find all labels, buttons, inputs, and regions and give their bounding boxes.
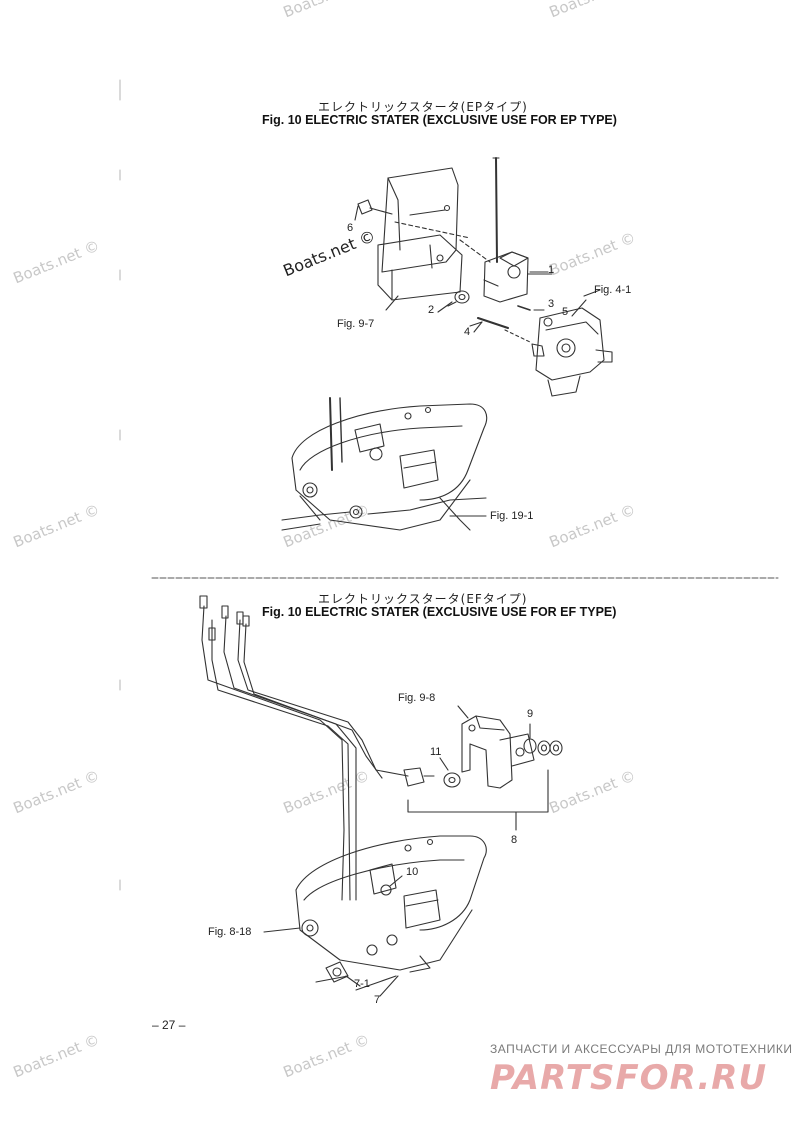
- callout-fig-4-1: Fig. 4-1: [594, 284, 632, 296]
- callout-3: 3: [548, 298, 555, 310]
- callout-7-1: 7-1: [354, 978, 370, 990]
- bracket-drawing: [377, 167, 463, 301]
- logo-brand: PARTSFOR.RU: [490, 1058, 768, 1098]
- bolt-drawing: [357, 199, 393, 215]
- bracket-9-8-drawing: [461, 715, 535, 789]
- bottom-figure-title: Fig. 10 ELECTRIC STATER (EXCLUSIVE USE F…: [262, 605, 617, 619]
- top-figure-title: Fig. 10 ELECTRIC STATER (EXCLUSIVE USE F…: [262, 113, 617, 127]
- callout-1: 1: [548, 264, 555, 276]
- callout-8: 8: [511, 834, 518, 846]
- page-number: – 27 –: [152, 1018, 186, 1032]
- wire-harness-drawing: [199, 595, 409, 901]
- callout-5: 5: [562, 306, 569, 318]
- carburetor-drawing: [531, 289, 613, 397]
- callout-2: 2: [428, 304, 435, 316]
- bottom-figure-title-ja: エレクトリックスタータ(EFタイプ): [318, 592, 528, 606]
- connector-drawing: [403, 767, 461, 788]
- callout-6: 6: [347, 222, 354, 234]
- callout-11: 11: [430, 746, 442, 758]
- callout-9: 9: [527, 708, 534, 720]
- callout-7: 7: [374, 994, 381, 1006]
- top-figure-title-ja: エレクトリックスタータ(EPタイプ): [318, 100, 528, 114]
- logo-tagline: ЗАПЧАСТИ И АКСЕССУАРЫ ДЛЯ МОТОТЕХНИКИ: [490, 1042, 793, 1056]
- washers-drawing: [523, 723, 563, 756]
- callout-fig-9-8: Fig. 9-8: [398, 692, 436, 704]
- engine-housing-drawing: [281, 397, 488, 531]
- callout-fig-9-7: Fig. 9-7: [337, 318, 375, 330]
- callout-4: 4: [464, 326, 471, 338]
- callout-fig-19-1: Fig. 19-1: [490, 510, 534, 522]
- engine-housing-lower-drawing: [295, 835, 487, 983]
- callout-fig-8-18: Fig. 8-18: [208, 926, 252, 938]
- callout-10: 10: [406, 866, 419, 878]
- cap-drawing: [447, 290, 470, 307]
- starter-solenoid-drawing: [483, 157, 553, 303]
